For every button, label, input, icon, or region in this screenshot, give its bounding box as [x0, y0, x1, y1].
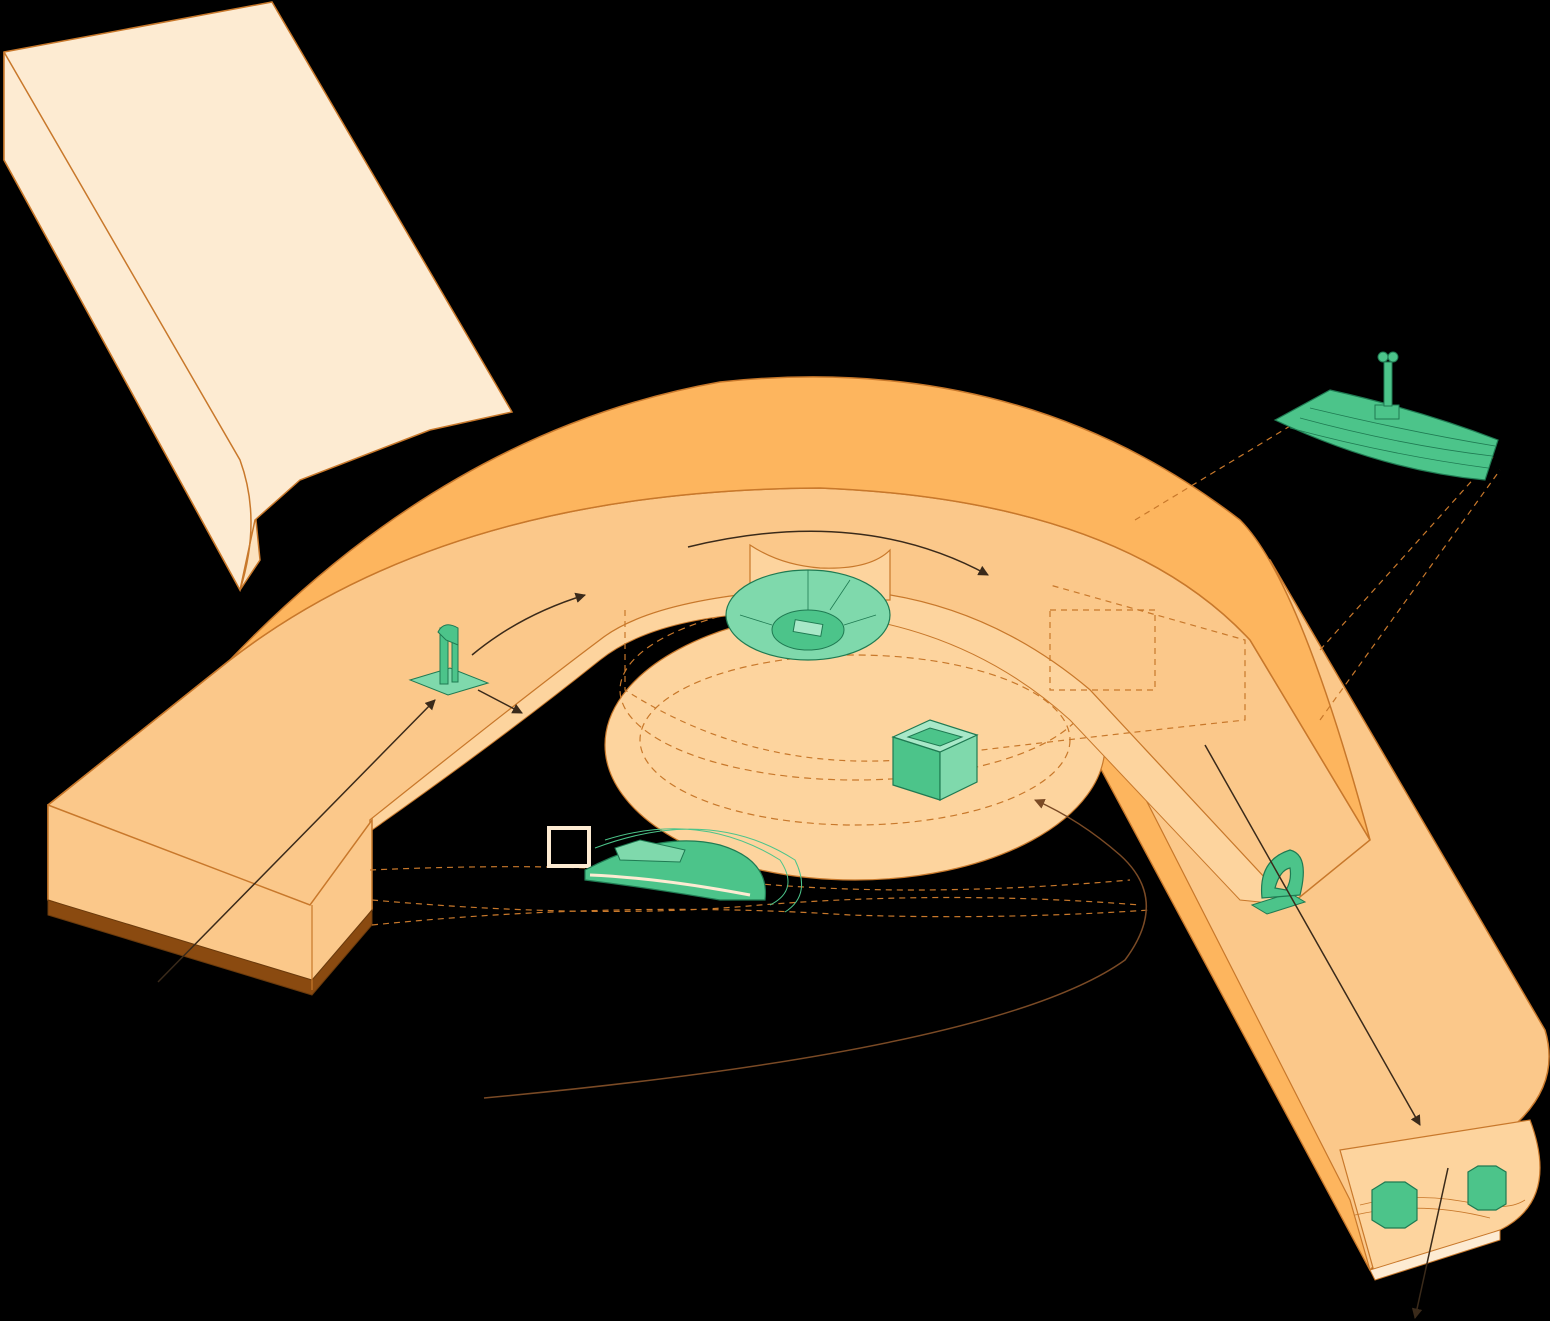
descent-arrow	[1204, 744, 1421, 1126]
boat-model-with-ripples	[547, 826, 802, 913]
stepped-base-lines	[1289, 407, 1496, 469]
sculpture-knob-left	[1377, 351, 1389, 363]
branch-arrow	[477, 689, 523, 714]
pedestal-left	[1371, 1181, 1418, 1229]
dashed-lower-band-1	[369, 866, 1131, 891]
totem-head	[437, 624, 459, 646]
court-arc-arrow	[687, 530, 989, 576]
artifact-object	[792, 619, 824, 637]
totem-sculpture-on-plinth	[408, 624, 490, 696]
boat-deck-line	[589, 873, 751, 897]
dashed-chamber-outline	[624, 584, 1246, 762]
dashed-projection-line-2	[1319, 454, 1496, 651]
sculpture-knob-right	[1387, 351, 1399, 363]
tower-front-face	[3, 1, 514, 593]
dashed-window-frame	[1049, 609, 1156, 691]
totem-floor-mat	[408, 667, 490, 696]
dashed-ghost-volumes	[369, 419, 1501, 926]
ripple-rings	[594, 828, 802, 913]
arc-top-surface	[47, 376, 1371, 841]
circulation-arrows	[157, 530, 1449, 1320]
entry-arrow	[157, 699, 436, 983]
dashed-lower-band-2	[371, 896, 1141, 913]
return-path	[483, 799, 1147, 1099]
tower-block	[3, 1, 514, 593]
bone-sculpture-on-stepped-base	[1273, 351, 1499, 481]
dashed-projection-line-3	[1319, 469, 1501, 721]
artifact-disc-segments	[739, 570, 877, 626]
exit-arrow	[1411, 1167, 1449, 1320]
twin-octagonal-pedestals	[1354, 1165, 1526, 1229]
dashed-lower-band-3	[371, 908, 1151, 926]
sculpture-column	[1383, 361, 1393, 407]
artifact-disc-in-chamber	[725, 543, 891, 661]
boat-frame	[547, 826, 591, 868]
open-cube-vitrine	[891, 719, 979, 801]
tower-curve-edge	[3, 51, 252, 591]
wing-end-base	[1369, 1229, 1501, 1281]
sculpture-plinth	[1374, 404, 1400, 420]
cube-opening	[906, 727, 964, 747]
boat-cabin	[614, 839, 686, 863]
pedestal-right	[1467, 1165, 1507, 1211]
gallery-flow-arrow	[471, 592, 587, 656]
totem-post-2	[451, 639, 459, 683]
